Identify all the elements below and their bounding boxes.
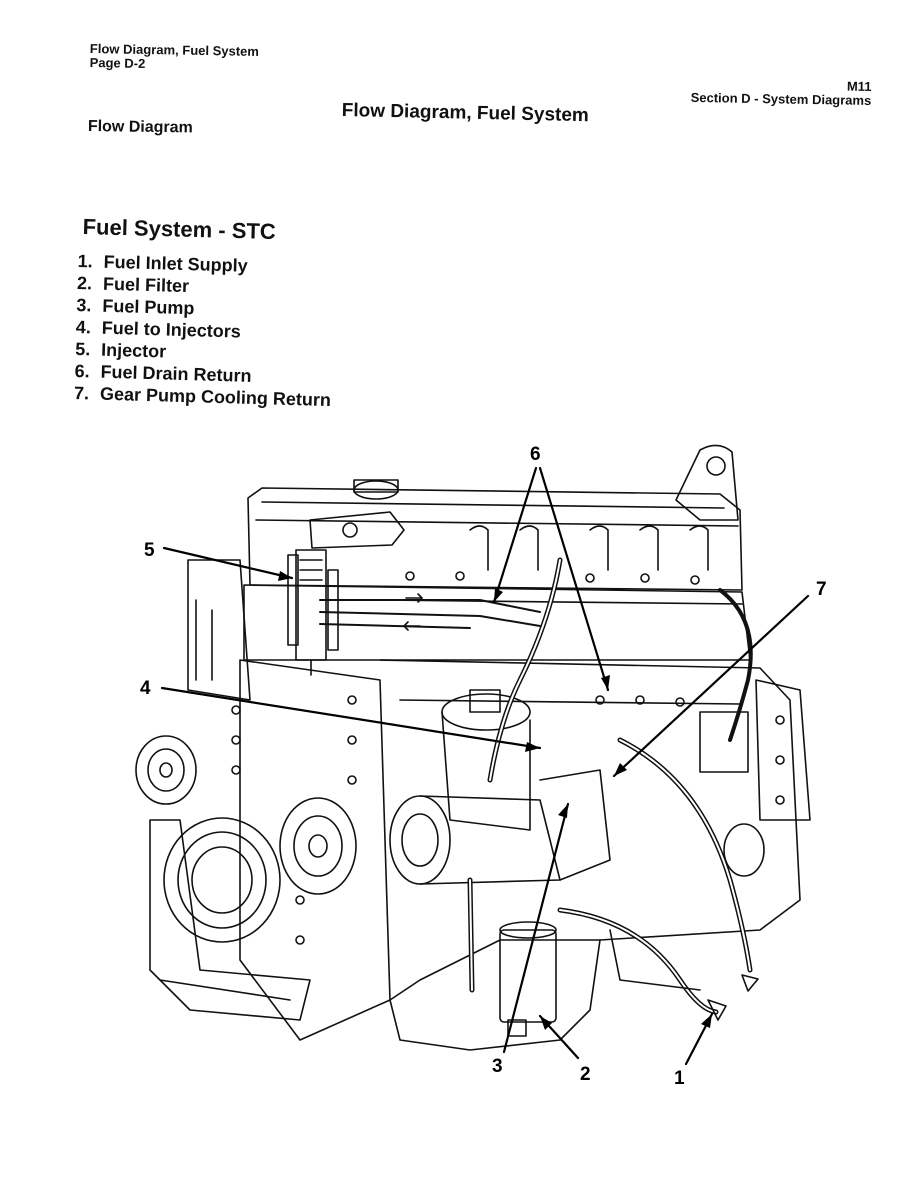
fuel-filter <box>499 929 557 1023</box>
leader-5 <box>162 546 294 580</box>
callout-6: 6 <box>530 444 541 465</box>
accessory-pulley <box>279 797 357 895</box>
leader-4 <box>160 686 542 750</box>
callout-4: 4 <box>140 678 151 699</box>
leader-6b <box>538 466 610 692</box>
leader-6a <box>492 466 538 604</box>
leader-7 <box>612 594 810 778</box>
arrowhead-2 <box>540 1016 552 1030</box>
ecm-box <box>699 711 749 773</box>
rocker-arm <box>309 511 405 549</box>
callout-7: 7 <box>816 579 827 600</box>
arrowhead-5 <box>278 571 292 581</box>
side-cover <box>755 679 811 821</box>
oil-pan <box>389 939 601 1051</box>
callout-5: 5 <box>144 540 155 561</box>
arrowhead-4 <box>525 742 540 752</box>
engine-mount <box>149 819 311 1021</box>
lift-bracket <box>675 444 739 521</box>
leader-3 <box>502 802 570 1054</box>
arrowhead-6b <box>601 675 610 690</box>
gear-cover <box>239 659 391 1041</box>
front-bracket <box>187 559 251 701</box>
arrowhead-1 <box>701 1014 712 1028</box>
engine-block <box>379 659 801 1001</box>
callout-1: 1 <box>674 1068 685 1089</box>
arrowhead-6a <box>494 588 503 602</box>
crank-pulley <box>163 817 281 943</box>
injector-body <box>295 549 327 661</box>
callout-3: 3 <box>492 1056 503 1077</box>
small-pulley <box>135 735 197 805</box>
gear-pump <box>389 795 451 885</box>
callout-2: 2 <box>580 1064 591 1085</box>
arrowhead-3 <box>558 804 568 818</box>
arrowhead-7 <box>614 763 627 776</box>
